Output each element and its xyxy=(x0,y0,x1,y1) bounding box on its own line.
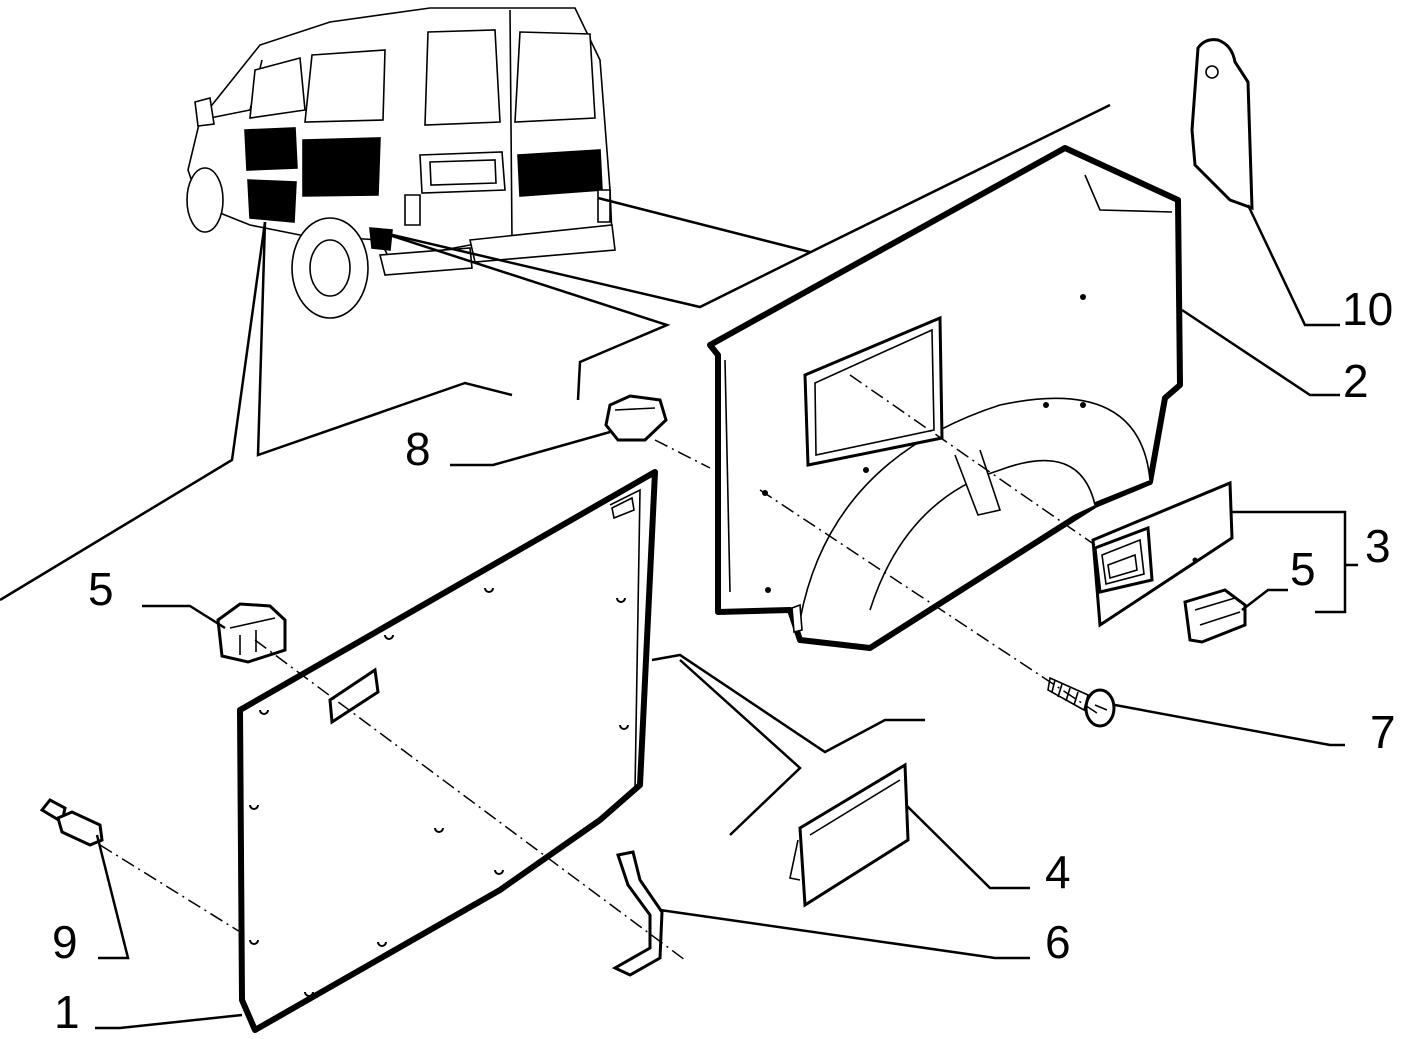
callout-labels: 10 2 3 5 7 4 6 8 5 9 1 xyxy=(52,283,1396,1038)
callout-1: 1 xyxy=(54,986,80,1038)
bracket-part-6 xyxy=(611,850,664,977)
callout-4: 4 xyxy=(1045,846,1071,898)
rivet-part-9 xyxy=(39,798,104,847)
callout-5-right: 5 xyxy=(1290,543,1316,595)
clip-part-5-right xyxy=(1183,588,1247,644)
side-panel-part-2 xyxy=(707,145,1183,651)
callout-2: 2 xyxy=(1343,355,1369,407)
clip-part-5-left xyxy=(216,602,287,664)
trim-panel-part-1 xyxy=(237,469,658,1033)
callout-10: 10 xyxy=(1342,283,1393,335)
gasket-part-10 xyxy=(1190,38,1254,211)
callout-3: 3 xyxy=(1365,520,1391,572)
van-connector-lines xyxy=(0,103,1111,602)
button-part-8 xyxy=(604,394,668,442)
van-illustration xyxy=(186,7,616,319)
cover-plate-part-3 xyxy=(1091,480,1234,628)
callout-6: 6 xyxy=(1045,916,1071,968)
leader-lines xyxy=(95,204,1358,1030)
assembly-axis-lines xyxy=(99,374,1101,961)
flap-part-4 xyxy=(789,762,910,908)
callout-7: 7 xyxy=(1370,706,1396,758)
gasket-hole xyxy=(1205,65,1219,79)
callout-8: 8 xyxy=(405,423,431,475)
callout-5-left: 5 xyxy=(88,563,114,615)
callout-9: 9 xyxy=(52,916,78,968)
